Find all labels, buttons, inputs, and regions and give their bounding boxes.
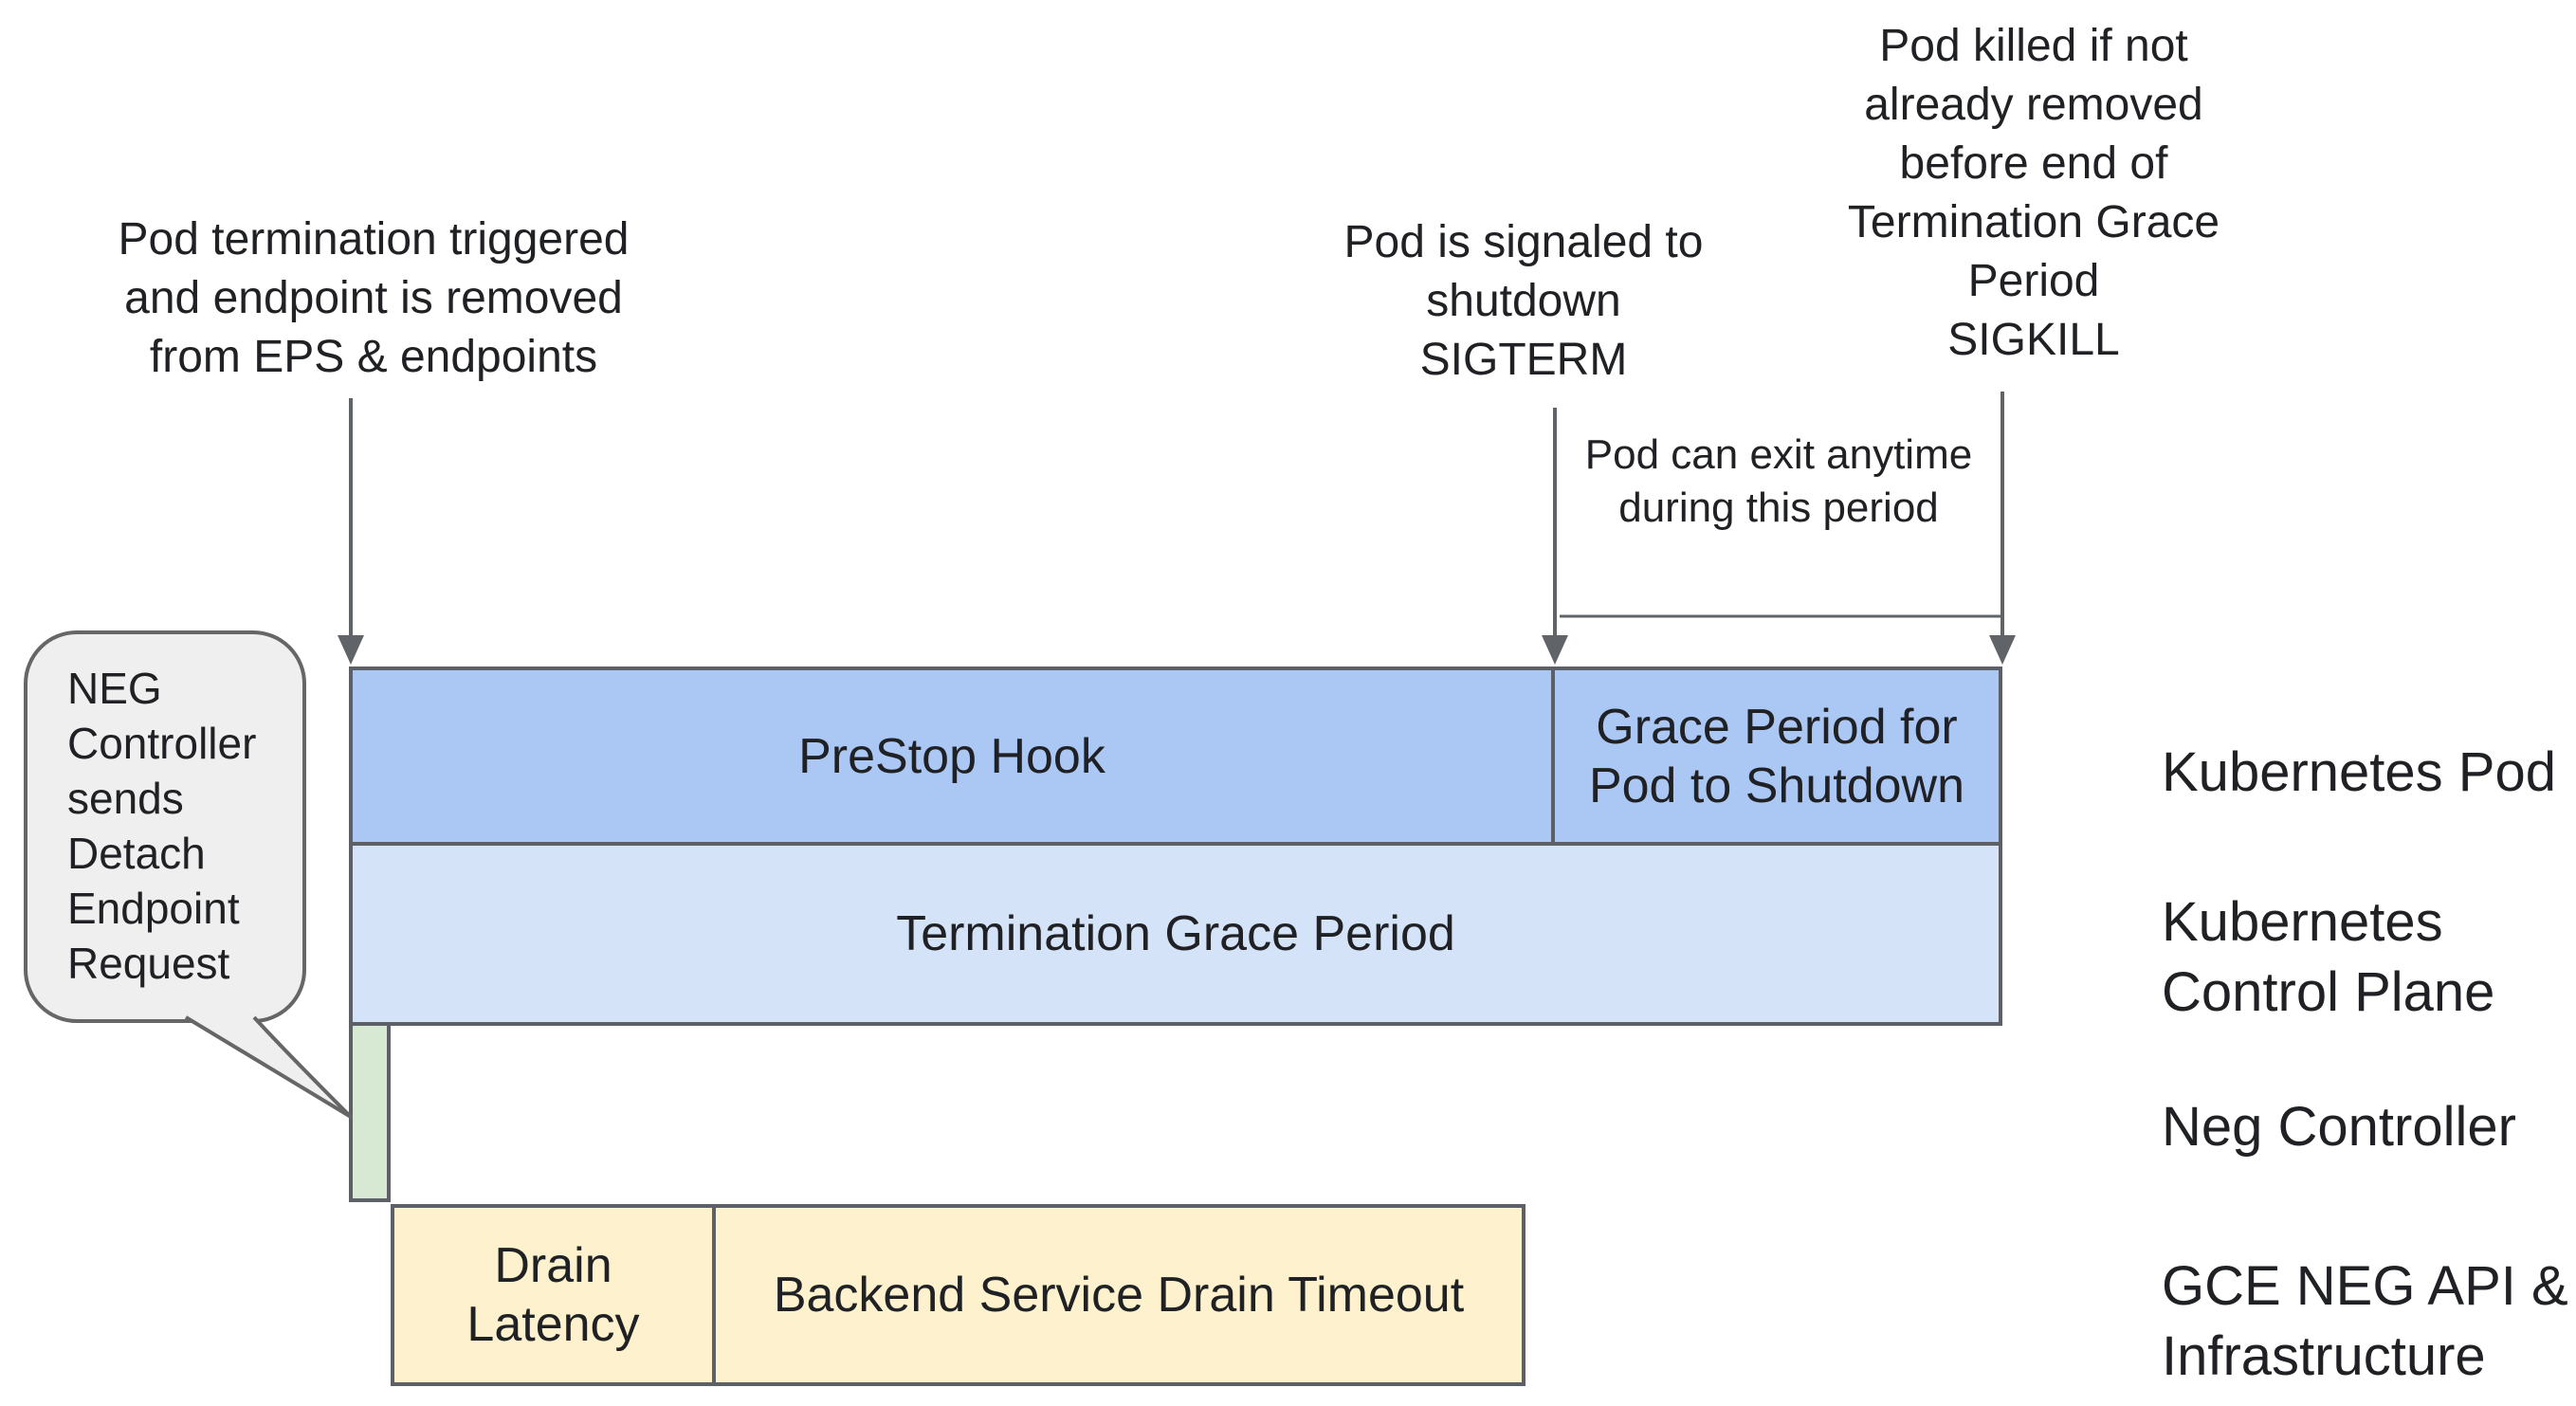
arrow-down-icon <box>1989 635 2016 665</box>
annotation-line: Pod is signaled to <box>1343 217 1704 267</box>
annotation-sigkill: Pod killed if not already removed before… <box>1806 17 2261 370</box>
callout-line: sends <box>67 774 184 823</box>
annotation-line: and endpoint is removed <box>124 273 623 323</box>
callout-line: Controller <box>67 719 257 768</box>
lane-label-line: Infrastructure <box>2162 1325 2486 1387</box>
prestop-hook-bar: PreStop Hook <box>349 666 1555 846</box>
backend-drain-timeout-bar-label: Backend Service Drain Timeout <box>773 1268 1465 1323</box>
drain-latency-bar-label: Drain <box>494 1238 612 1293</box>
annotation-line: before end of <box>1899 138 2168 189</box>
callout-line: Request <box>67 939 230 988</box>
prestop-hook-bar-label: PreStop Hook <box>798 728 1105 784</box>
arrow-down-icon <box>1542 635 1568 665</box>
annotation-line: Termination Grace <box>1847 197 2220 247</box>
callout-line: Endpoint <box>67 884 240 933</box>
annotation-line: shutdown <box>1426 276 1621 326</box>
backend-drain-timeout-bar: Backend Service Drain Timeout <box>712 1204 1526 1386</box>
annotation-line: during this period <box>1618 484 1939 531</box>
callout-tail <box>184 1015 353 1119</box>
lane-label-line: Kubernetes <box>2162 891 2443 953</box>
annotation-pod-termination-triggered: Pod termination triggered and endpoint i… <box>70 210 677 387</box>
lane-label-line: Control Plane <box>2162 961 2495 1023</box>
lane-label-line: Neg Controller <box>2162 1096 2516 1158</box>
grace-period-bar-label: Pod to Shutdown <box>1588 758 1965 813</box>
grace-period-bar-label: Grace Period for <box>1596 699 1958 755</box>
annotation-line: Pod killed if not <box>1879 21 2188 71</box>
lane-label-neg-controller: Neg Controller <box>2162 1092 2516 1162</box>
annotation-line: SIGKILL <box>1947 315 2120 365</box>
callout-line: Detach <box>67 829 206 878</box>
neg-controller-callout-text: NEG Controller sends Detach Endpoint Req… <box>27 634 302 991</box>
lane-label-line: Kubernetes Pod <box>2162 741 2556 803</box>
termination-grace-period-bar-label: Termination Grace Period <box>896 906 1455 961</box>
annotation-line: Pod can exit anytime <box>1584 431 1973 478</box>
neg-detach-bar <box>349 1022 391 1202</box>
annotation-line: Period <box>1967 256 2100 306</box>
annotation-sigterm: Pod is signaled to shutdown SIGTERM <box>1315 213 1732 390</box>
lane-label-kubernetes-control-plane: Kubernetes Control Plane <box>2162 887 2494 1028</box>
callout-line: NEG <box>67 664 162 713</box>
lane-label-gce-neg-api: GCE NEG API & Infrastructure <box>2162 1251 2568 1392</box>
annotation-line: already removed <box>1864 80 2203 130</box>
lane-label-kubernetes-pod: Kubernetes Pod <box>2162 738 2556 808</box>
arrow-down-icon <box>338 635 364 665</box>
annotation-line: from EPS & endpoints <box>149 332 598 382</box>
drain-latency-bar: Drain Latency <box>391 1204 716 1386</box>
termination-grace-period-bar: Termination Grace Period <box>349 842 2002 1026</box>
annotation-line: Pod termination triggered <box>118 214 630 265</box>
annotation-exit-window: Pod can exit anytime during this period <box>1561 429 1997 535</box>
grace-period-bar: Grace Period for Pod to Shutdown <box>1551 666 2002 846</box>
drain-latency-bar-label: Latency <box>466 1297 640 1352</box>
neg-controller-callout: NEG Controller sends Detach Endpoint Req… <box>24 630 306 1023</box>
annotation-line: SIGTERM <box>1419 335 1628 385</box>
lane-label-line: GCE NEG API & <box>2162 1255 2568 1317</box>
